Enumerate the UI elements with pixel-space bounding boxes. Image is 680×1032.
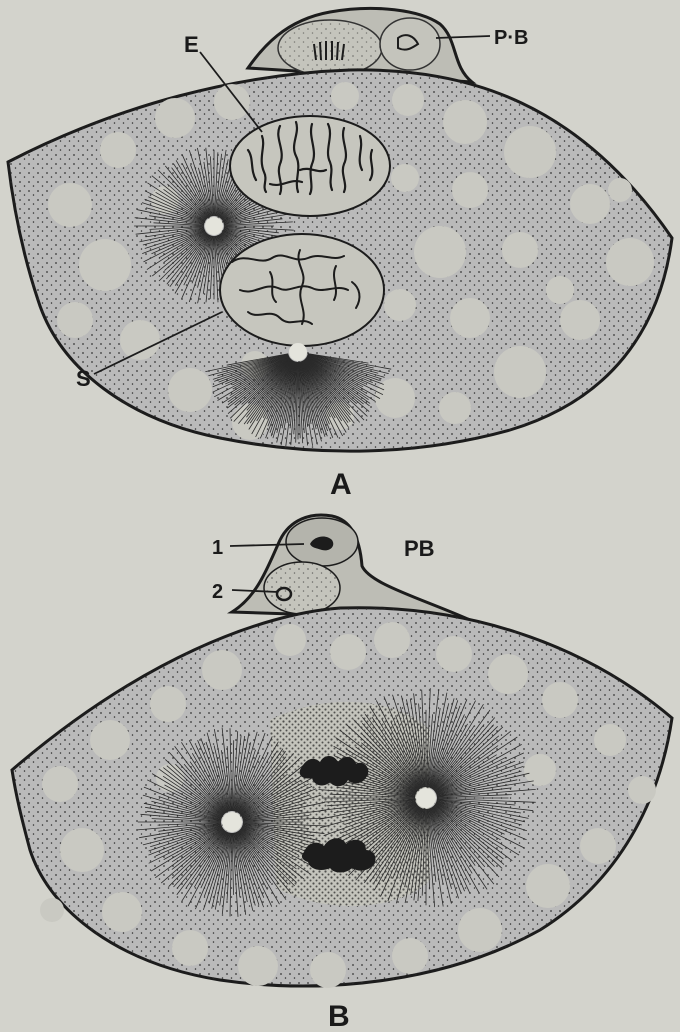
label-panel-b: B: [328, 1000, 350, 1032]
a-centrosome-sperm: [289, 343, 307, 361]
label-egg-nucleus: E: [184, 32, 199, 57]
label-polar-body-1: 1: [212, 537, 223, 559]
a-polar-body-2: [380, 18, 440, 70]
label-polar-body-2: 2: [212, 581, 223, 603]
a-centrosome-left: [205, 217, 223, 235]
label-polar-bodies-b: PB: [404, 536, 435, 561]
label-sperm-nucleus: S: [76, 366, 91, 391]
a-sperm-nucleus: [220, 234, 384, 346]
panel-a: [8, 8, 672, 451]
panel-b: [12, 515, 672, 988]
b-centrosome-right: [416, 788, 436, 808]
a-egg-nucleus: [230, 116, 390, 216]
label-panel-a: A: [330, 468, 352, 501]
label-polar-bodies-a: P·B: [494, 27, 528, 49]
b-centrosome-left: [222, 812, 242, 832]
